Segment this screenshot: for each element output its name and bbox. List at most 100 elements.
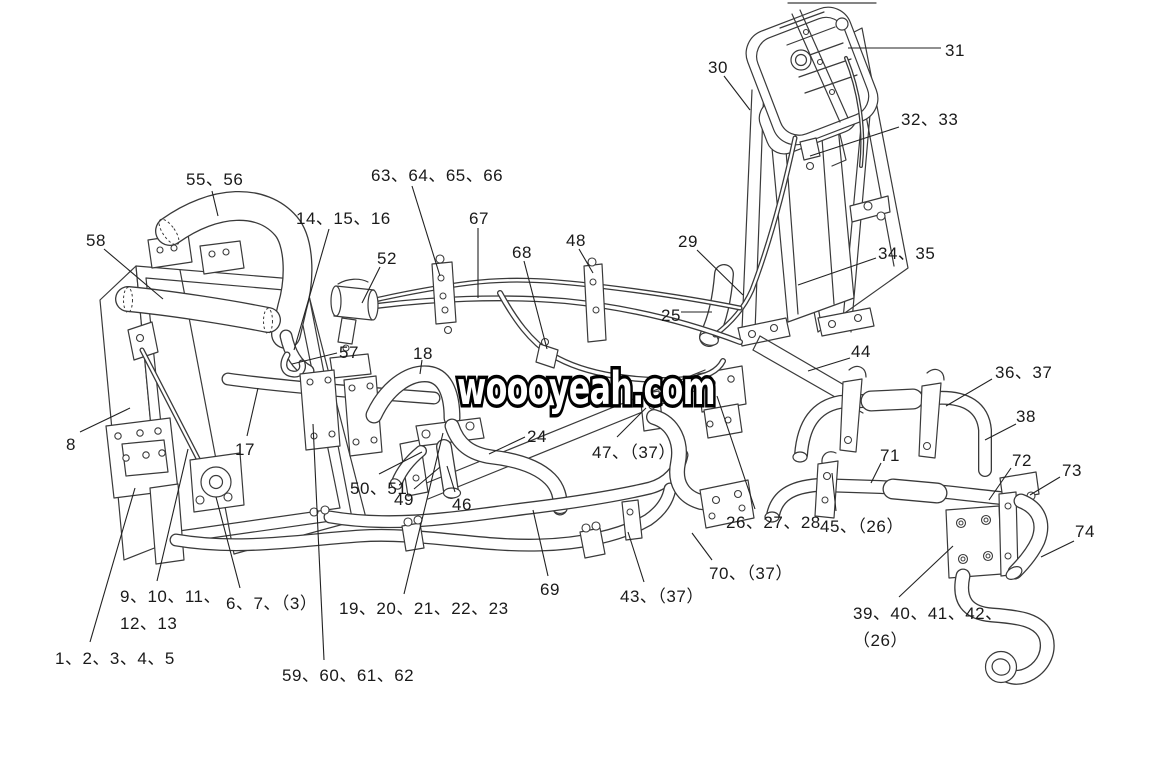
leader-line-69 (532, 509, 549, 577)
flange-39-42 (945, 505, 1003, 579)
hanger-bracket (579, 527, 606, 559)
part-label-line: 71 (880, 446, 900, 465)
frame-rail-long (423, 369, 710, 500)
leader-line-9-10-11-12-13 (156, 448, 189, 582)
part-label-line: 67 (469, 209, 489, 228)
part-label-line: 50、51 (350, 479, 408, 498)
leader-line-1-2-3-4-5 (89, 487, 136, 643)
hanger-36-37 (839, 365, 945, 459)
part-label-52: 52 (377, 245, 397, 272)
part-label-14-15-16: 14、15、16 (296, 205, 391, 232)
part-label-line: 19、20、21、22、23 (339, 599, 509, 618)
leader-line-50-51 (378, 451, 423, 475)
part-label-48: 48 (566, 227, 586, 254)
hose-18 (366, 366, 460, 426)
leader-line-73 (1029, 476, 1061, 496)
diagram-line-art (99, 2, 1055, 685)
pipe-sleeve-lower (883, 479, 947, 503)
part-label-58: 58 (86, 227, 106, 254)
bracket-48 (583, 263, 607, 343)
part-label-19-20-21-22-23: 19、20、21、22、23 (339, 595, 509, 622)
part-label-57: 57 (339, 339, 359, 366)
hose-29 (713, 136, 797, 337)
part-label-line: 14、15、16 (296, 209, 391, 228)
part-label-34-35: 34、35 (878, 240, 935, 267)
part-label-line: 68 (512, 243, 532, 262)
leader-line-52 (361, 266, 381, 304)
part-label-55-56: 55、56 (186, 166, 243, 193)
hose-52 (330, 278, 379, 352)
leader-line-71 (870, 462, 882, 484)
part-label-68: 68 (512, 239, 532, 266)
leader-line-47-37 (616, 407, 647, 438)
watermark: woooyeah.com (457, 362, 715, 415)
part-label-45-26: 45、（26） (820, 513, 904, 540)
part-label-8: 8 (66, 431, 76, 458)
leader-line-72 (988, 467, 1012, 501)
pipe-end-ring (984, 650, 1018, 684)
upper-hose-55-56 (156, 192, 312, 348)
part-label-line: 1、2、3、4、5 (55, 649, 175, 668)
leader-lines (79, 47, 1075, 661)
part-label-26-27-28: 26、27、28 (726, 509, 821, 536)
part-label-line: 49 (394, 490, 414, 509)
leader-line-57 (291, 352, 338, 365)
part-label-line: 25 (661, 306, 681, 325)
part-label-17: 17 (235, 436, 255, 463)
part-label-line: 52 (377, 249, 397, 268)
part-label-31: 31 (945, 37, 965, 64)
part-label-line: 45、（26） (820, 517, 904, 536)
clamp-68 (535, 343, 559, 369)
part-label-line: 39、40、41、42、 (853, 604, 1003, 623)
part-label-line: 63、64、65、66 (371, 166, 504, 185)
hose-68 (498, 291, 725, 382)
part-label-49: 49 (394, 486, 414, 513)
part-label-73: 73 (1062, 457, 1082, 484)
part-label-line: 74 (1075, 522, 1095, 541)
part-label-74: 74 (1075, 518, 1095, 545)
part-label-line: 69 (540, 580, 560, 599)
elbow-pipe (647, 410, 723, 511)
part-label-line: 38 (1016, 407, 1036, 426)
leader-line-29 (696, 249, 744, 296)
part-label-30: 30 (708, 54, 728, 81)
part-label-line: 18 (413, 344, 433, 363)
part-label-line: 43、（37） (620, 587, 704, 606)
rod-top-bracket (127, 321, 159, 361)
part-label-59-60-61-62: 59、60、61、62 (282, 662, 414, 689)
leader-line-32-33 (809, 126, 900, 157)
leader-line-30 (723, 75, 751, 111)
part-label-line: 46 (452, 495, 472, 514)
leader-line-39-40-41-42-26 (898, 545, 954, 598)
lower-hose-58 (116, 287, 280, 332)
clamp-blocks-59-62 (299, 353, 383, 457)
leader-line-45-26 (831, 472, 837, 512)
part-label-29: 29 (678, 228, 698, 255)
s-pipe (955, 569, 1054, 684)
tank-outlet-clamp-32-33 (799, 137, 821, 161)
part-label-line: 48 (566, 231, 586, 250)
leader-line-74 (1040, 540, 1075, 558)
leader-line-59-60-61-62 (312, 423, 325, 661)
leader-line-18 (419, 359, 423, 375)
part-label-70-37: 70、（37） (709, 560, 793, 587)
leader-line-6-7-3 (215, 496, 241, 589)
part-label-line: 36、37 (995, 363, 1053, 382)
part-label-line: 72 (1012, 451, 1032, 470)
part-label-line: 9、10、11、 (120, 587, 222, 606)
part-label-line: 6、7、（3） (226, 594, 318, 613)
pipe-67 (360, 296, 742, 344)
part-label-line: 26、27、28 (726, 513, 821, 532)
part-label-67: 67 (469, 205, 489, 232)
part-label-line: 58 (86, 231, 106, 250)
leader-line-26-27-28 (716, 395, 756, 510)
leader-line-49 (413, 466, 441, 490)
part-label-36-37: 36、37 (995, 359, 1052, 386)
part-label-18: 18 (413, 340, 433, 367)
stay-rod (140, 348, 210, 480)
part-label-69: 69 (540, 576, 560, 603)
part-label-24: 24 (527, 423, 547, 450)
part-label-line: （26） (853, 631, 908, 650)
leader-line-58 (103, 248, 164, 300)
